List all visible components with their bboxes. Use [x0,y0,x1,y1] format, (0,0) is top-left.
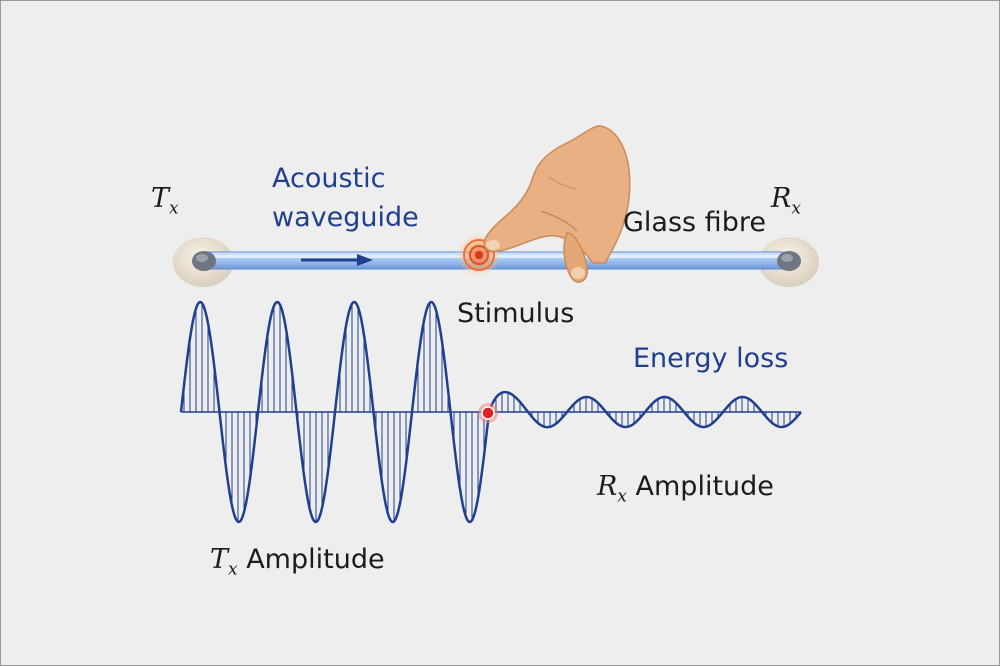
propagation-arrow [301,254,373,266]
energy-loss-label: Energy loss [633,343,789,374]
acoustic-waveguide-label-line2: waveguide [272,202,419,233]
rx-amplitude-label: Rx Amplitude [597,471,774,507]
stimulus-label: Stimulus [457,298,575,329]
rx-label: Rx [771,183,801,219]
pointing-hand-icon [483,125,631,283]
acoustic-waveguide-label-line1: Acoustic [272,163,386,194]
tx-label: Tx [151,183,179,219]
glass-fibre-label: Glass fibre [623,207,766,238]
tx-amplitude-label: Tx Amplitude [210,544,385,580]
energy-loss-marker [478,403,498,423]
